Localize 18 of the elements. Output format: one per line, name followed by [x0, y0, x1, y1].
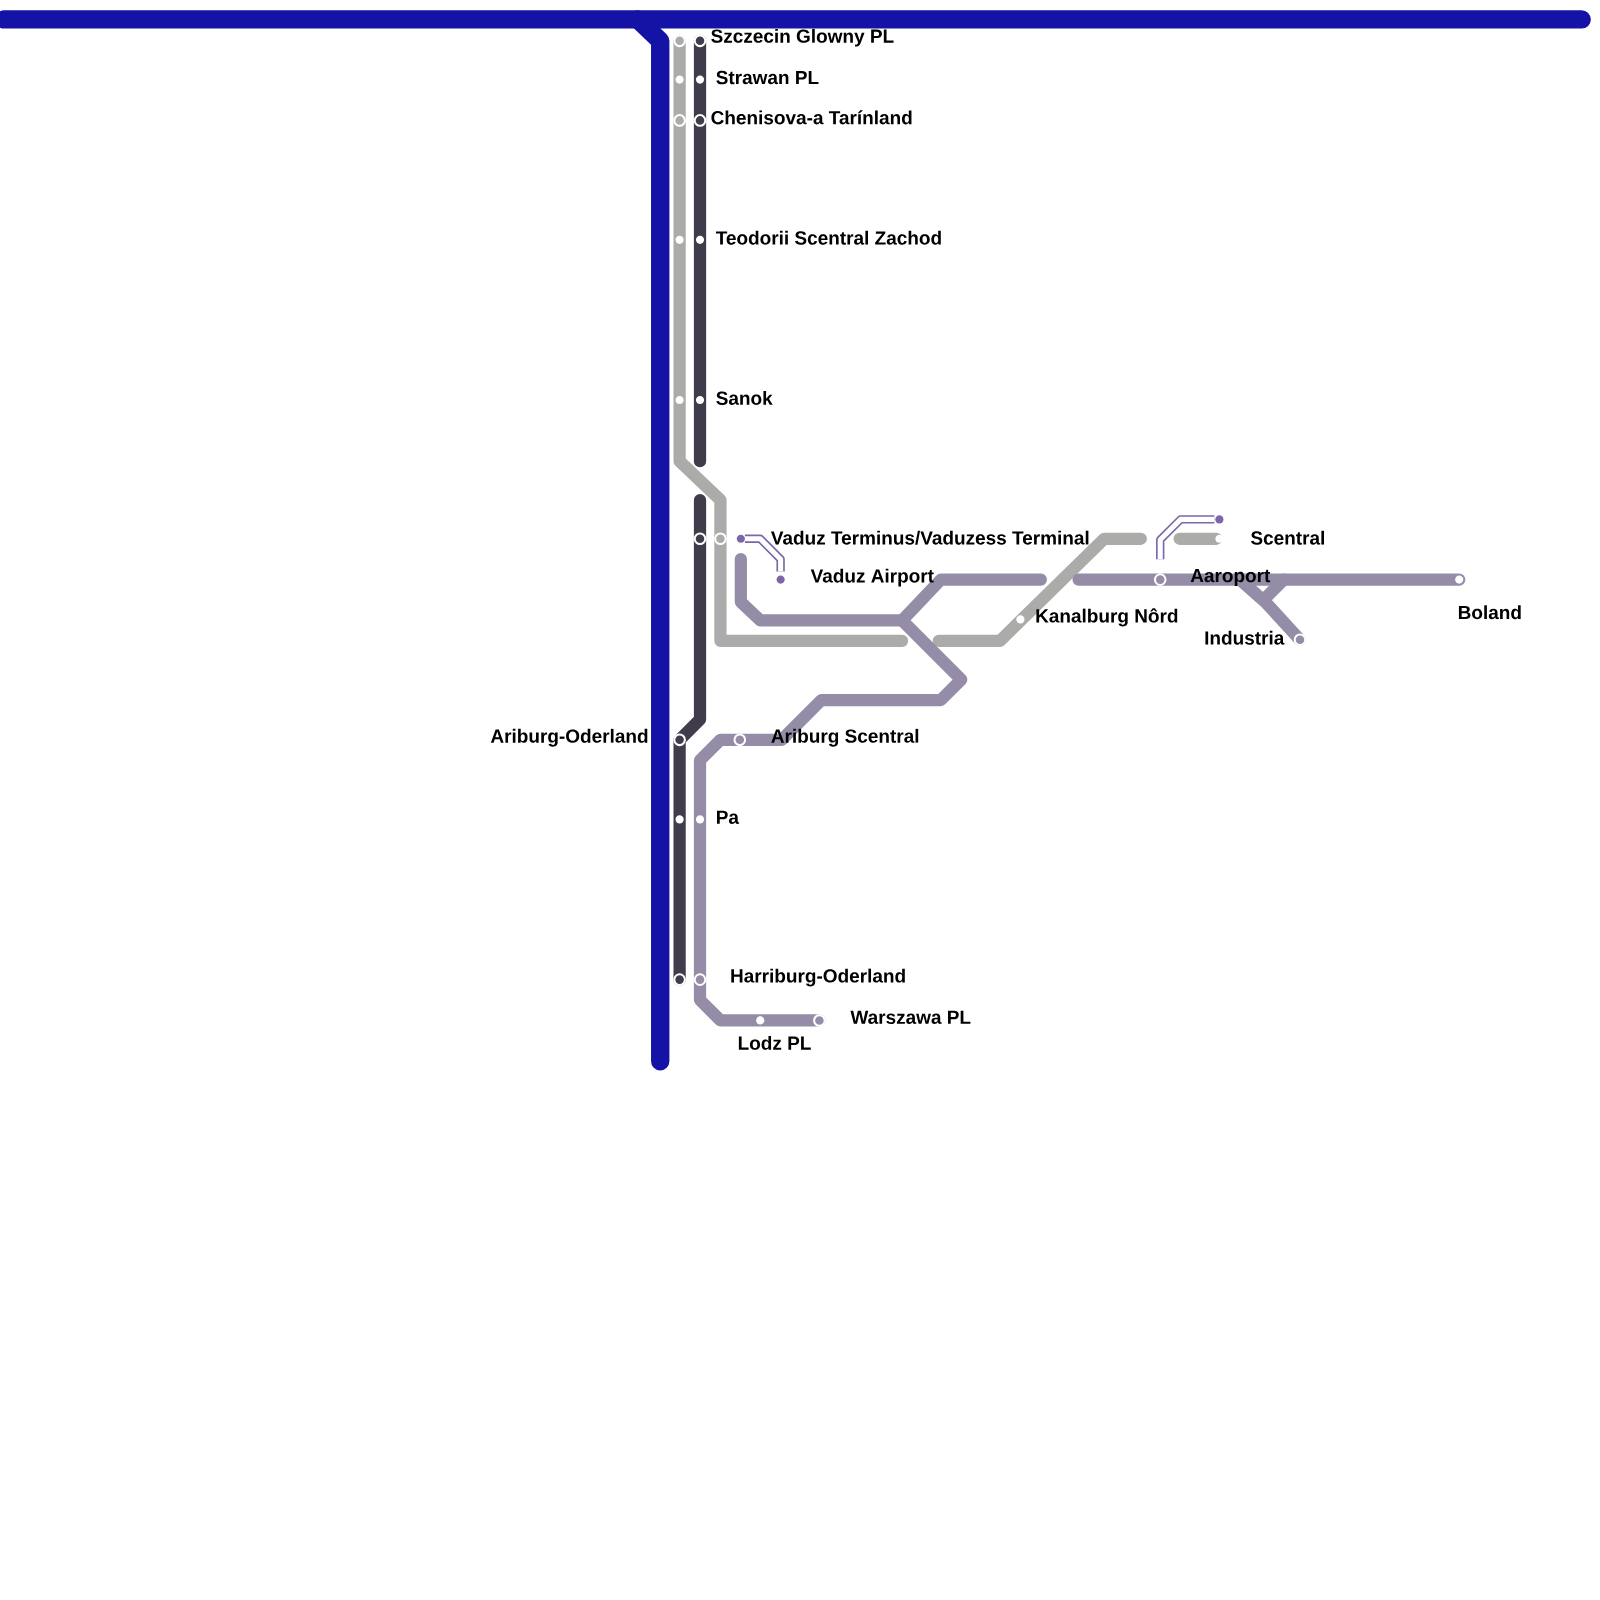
station-label: Lodz PL [738, 1035, 811, 1050]
station-label: Scentral [1250, 530, 1324, 545]
station-label: Pa [717, 810, 740, 824]
station-label: Ariburg Scentral [771, 728, 919, 747]
station-label: Aaroport [1190, 569, 1271, 587]
station-label: Strawan PL [716, 70, 819, 85]
station-label: Chenisova-a Tarínland [711, 110, 912, 125]
station-label: Teodorii Scentral Zachod [715, 230, 941, 245]
station-label: Kanalburg Nôrd [1036, 608, 1178, 627]
station-label: Boland [1458, 605, 1521, 620]
station-label: Szczecin Glowny PL [711, 28, 894, 47]
station-label: Sanok [716, 391, 773, 405]
station-label: Harriburg-Oderland [731, 968, 905, 987]
station-label: Ariburg-Oderland [490, 728, 648, 747]
station-label: Industria [1205, 630, 1285, 645]
station-label: Vaduz Airport [810, 568, 934, 587]
station-label: Warszawa PL [850, 1010, 971, 1024]
station-label: Vaduz Terminus/Vaduzess Terminal [770, 530, 1089, 545]
